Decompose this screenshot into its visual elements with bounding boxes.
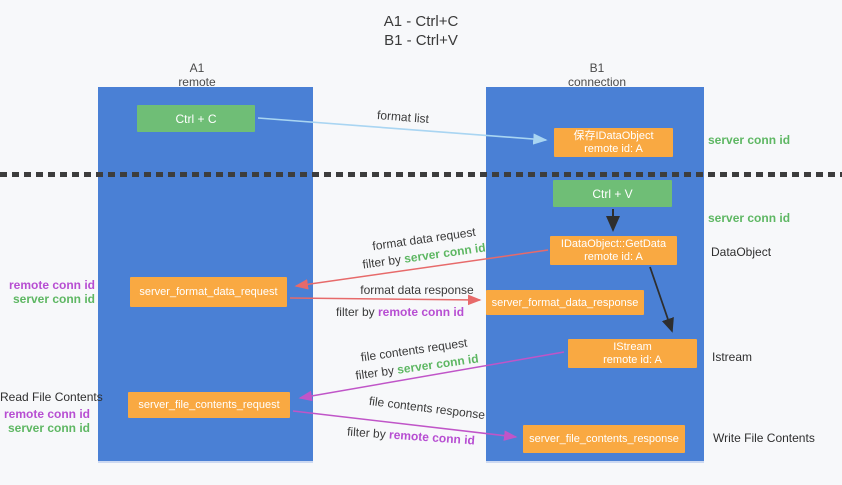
getdata-line2: remote id: A <box>584 250 643 263</box>
format-list-label: format list <box>376 107 430 127</box>
save-idataobject-line2: remote id: A <box>584 142 643 155</box>
server-file-contents-response-node: server_file_contents_response <box>523 425 685 453</box>
save-idataobject-line1: 保存IDataObject <box>573 129 654 142</box>
format-data-response-filter-label: filter by remote conn id <box>336 305 464 319</box>
getdata-line1: IDataObject::GetData <box>560 237 667 250</box>
remote-conn-id-annotation-left1: remote conn id <box>8 278 95 292</box>
lane-b1-name: B1 <box>589 61 605 75</box>
server-format-data-request-node: server_format_data_request <box>130 277 287 307</box>
server-format-data-request-label: server_format_data_request <box>139 286 278 298</box>
ctrl-v-node: Ctrl + V <box>553 180 672 207</box>
istream-line1: IStream <box>613 340 652 353</box>
server-conn-id-annotation-top: server conn id <box>708 133 791 147</box>
server-format-data-response-label: server_format_data_response <box>491 296 639 309</box>
ctrl-v-label: Ctrl + V <box>592 186 633 201</box>
remote-conn-id-key: remote conn id <box>388 427 476 448</box>
save-idataobject-node: 保存IDataObject remote id: A <box>554 128 673 157</box>
dataobject-annotation: DataObject <box>711 245 772 259</box>
write-file-contents-annotation: Write File Contents <box>713 431 815 445</box>
file-contents-response-filter-label: filter by remote conn id <box>347 425 476 448</box>
remote-conn-id-annotation-left2: remote conn id <box>3 407 90 421</box>
filter-by-text: filter by <box>335 305 375 319</box>
ctrl-c-label: Ctrl + C <box>175 111 217 126</box>
lane-a1-role: remote <box>178 75 216 89</box>
ctrl-c-node: Ctrl + C <box>137 105 255 132</box>
read-file-contents-annotation: Read File Contents <box>0 390 103 404</box>
istream-line2: remote id: A <box>603 353 662 366</box>
filter-by-text: filter by <box>354 363 395 383</box>
title-line-1: A1 - Ctrl+C <box>383 13 459 30</box>
remote-conn-id-key: remote conn id <box>378 305 465 319</box>
server-conn-id-annotation-left2: server conn id <box>7 421 90 435</box>
format-data-response-arrow <box>289 294 482 306</box>
lane-header-a1: A1 remote <box>127 61 267 89</box>
title-line-2: B1 - Ctrl+V <box>384 32 458 49</box>
lane-header-b1: B1 connection <box>527 61 667 89</box>
server-conn-id-annotation-left1: server conn id <box>12 292 95 306</box>
lane-a1-name: A1 <box>189 61 205 75</box>
lane-b1-role: connection <box>567 75 627 89</box>
server-format-data-response-node: server_format_data_response <box>486 290 644 315</box>
istream-node: IStream remote id: A <box>568 339 697 368</box>
server-file-contents-request-label: server_file_contents_request <box>138 399 280 411</box>
diagram-title: A1 - Ctrl+C B1 - Ctrl+V <box>0 12 842 50</box>
server-file-contents-response-label: server_file_contents_response <box>529 433 679 445</box>
filter-by-text: filter by <box>346 424 387 442</box>
istream-annotation: Istream <box>712 350 753 364</box>
server-file-contents-request-node: server_file_contents_request <box>128 392 290 418</box>
file-contents-response-label: file contents response <box>368 393 486 423</box>
server-conn-id-annotation-mid: server conn id <box>708 211 791 225</box>
format-data-response-label: format data response <box>360 283 474 297</box>
session-separator-dashed-line <box>0 172 842 177</box>
filter-by-text: filter by <box>361 252 402 272</box>
idataobject-getdata-node: IDataObject::GetData remote id: A <box>550 236 677 265</box>
